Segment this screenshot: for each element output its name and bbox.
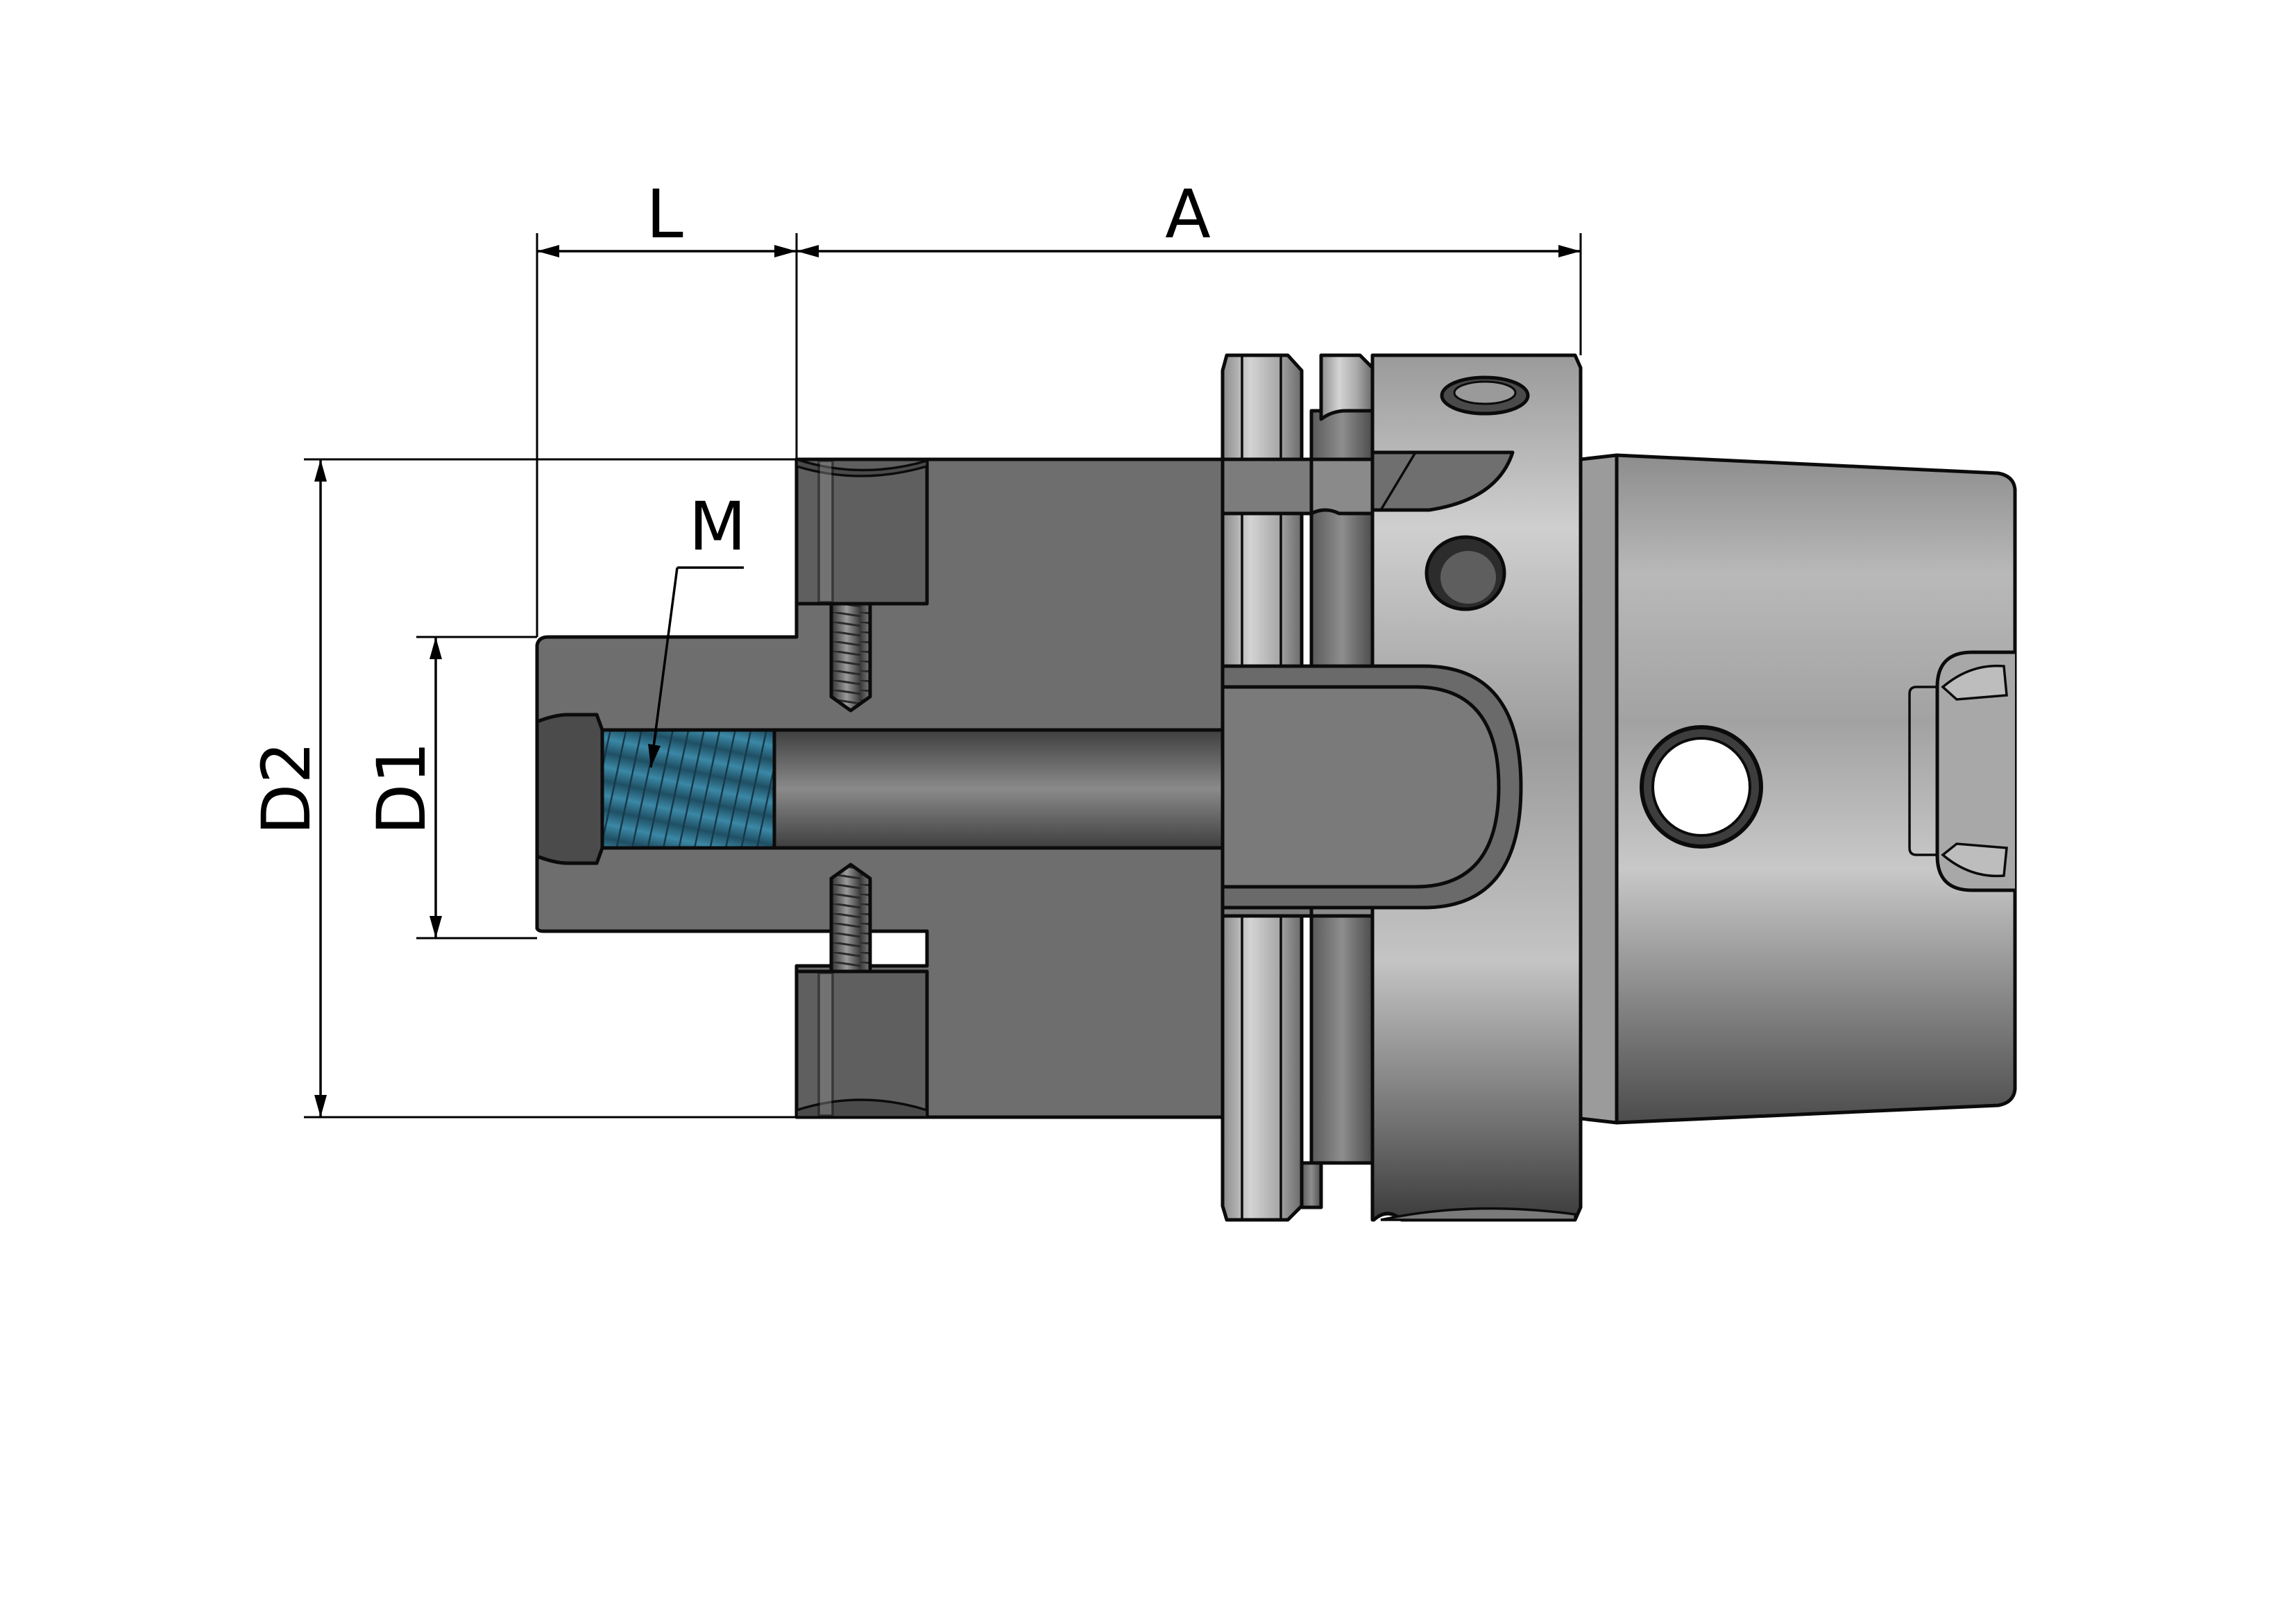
- thread-m: [600, 728, 776, 850]
- taper-shank: [1579, 453, 2017, 1125]
- dim-label-d2: D2: [248, 742, 325, 835]
- orientation-hole-top: [1440, 375, 1530, 416]
- cross-hole: [1640, 725, 1763, 849]
- orientation-hole-mid: [1425, 535, 1506, 611]
- sectioned-head: [535, 457, 1523, 1119]
- drive-slot: [1935, 650, 2015, 892]
- dim-label-a: A: [1165, 176, 1211, 253]
- set-screw-top: [829, 602, 872, 713]
- dimension-lines: [304, 233, 1582, 1119]
- dim-label-m: M: [689, 488, 747, 566]
- dim-label-d1: D1: [363, 742, 441, 835]
- set-screw-bottom: [829, 863, 872, 974]
- dim-label-l: L: [646, 176, 683, 253]
